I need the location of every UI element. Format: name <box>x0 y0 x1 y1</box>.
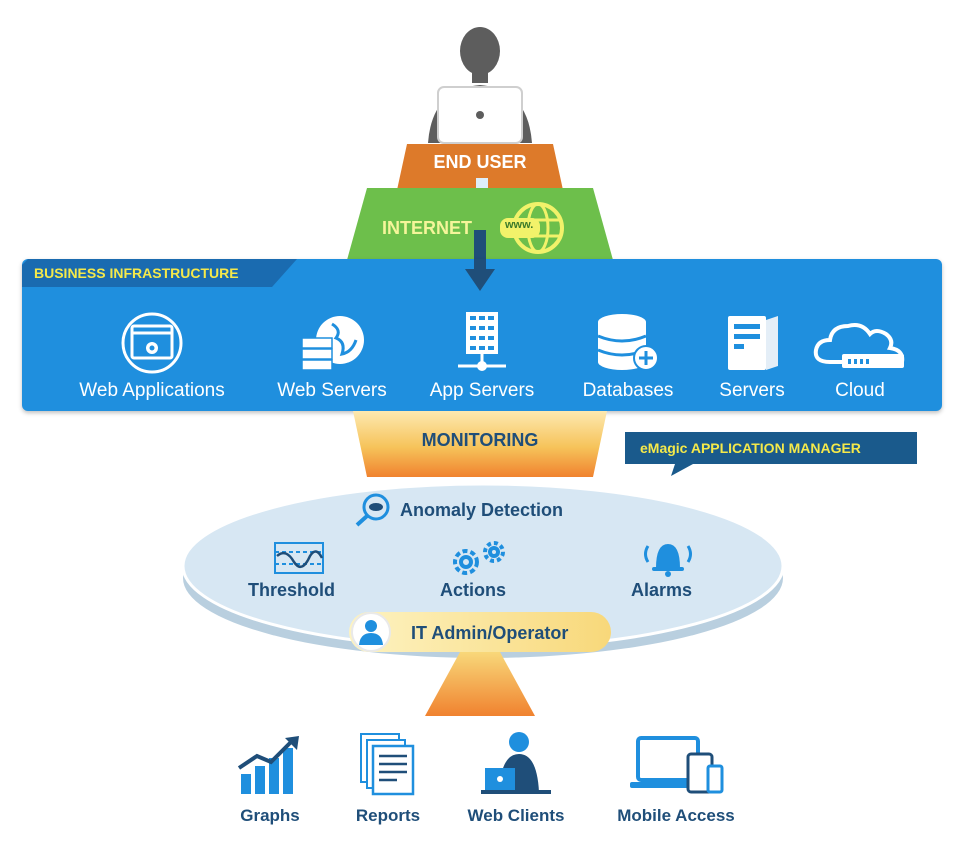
infra-label: Web Servers <box>277 380 387 401</box>
anomaly-detection-label: Anomaly Detection <box>400 500 564 520</box>
admin-avatar-icon <box>351 612 391 652</box>
cloud-icon <box>813 323 905 368</box>
monitoring-funnel <box>353 411 607 477</box>
output-label: Reports <box>355 806 421 825</box>
infra-item-cloud: Cloud <box>770 310 950 402</box>
threshold-icon <box>274 542 324 574</box>
product-callout <box>625 432 917 476</box>
server-tower-icon <box>728 316 778 370</box>
output-mobile-access: Mobile Access <box>596 730 756 826</box>
web-server-globe-icon <box>301 316 364 371</box>
end-user-person-icon <box>428 27 532 144</box>
infra-item-app-servers: App Servers <box>392 310 572 402</box>
threshold-label: Threshold <box>248 580 336 600</box>
internet-label: INTERNET <box>382 218 472 238</box>
end-user-label: END USER <box>433 152 527 172</box>
mobile-access-icon <box>630 736 724 794</box>
infra-item-web-servers: Web Servers <box>242 310 422 402</box>
database-add-icon <box>597 314 659 371</box>
reports-icon <box>360 733 415 796</box>
alarms-label: Alarms <box>631 580 693 600</box>
graph-icon <box>237 736 299 794</box>
infra-item-databases: Databases <box>538 310 718 402</box>
it-admin-label: IT Admin/Operator <box>411 623 569 643</box>
output-reports: Reports <box>308 730 468 826</box>
web-application-icon <box>121 312 183 374</box>
infra-label: Web Applications <box>79 380 225 401</box>
www-globe-icon <box>500 202 564 254</box>
infrastructure-title: BUSINESS INFRASTRUCTURE <box>34 265 239 281</box>
infra-label: Cloud <box>835 380 885 401</box>
infra-label: App Servers <box>429 380 535 401</box>
alarm-bell-icon <box>644 544 692 577</box>
web-client-icon <box>481 732 551 794</box>
infra-item-web-applications: Web Applications <box>62 310 242 402</box>
infra-item-servers: Servers <box>662 310 842 402</box>
product-label: eMagic APPLICATION MANAGER <box>640 440 861 456</box>
infra-label: Servers <box>719 380 785 401</box>
output-label: Graphs <box>240 806 300 825</box>
infra-label: Databases <box>582 380 674 401</box>
output-funnel <box>425 652 535 716</box>
output-label: Mobile Access <box>617 806 735 825</box>
output-graphs: Graphs <box>190 730 350 826</box>
output-label: Web Clients <box>467 806 565 825</box>
output-web-clients: Web Clients <box>436 730 596 826</box>
www-label: www. <box>505 219 534 231</box>
gears-icon <box>453 541 505 575</box>
arrow-head-icon <box>465 259 495 291</box>
application-manager-disc <box>181 482 785 658</box>
infrastructure-title-tab <box>22 259 297 287</box>
actions-label: Actions <box>440 580 507 600</box>
app-server-rack-icon <box>458 312 506 371</box>
end-user-band <box>397 144 563 190</box>
it-admin-pill <box>349 612 611 652</box>
magnifier-eye-icon <box>355 493 390 527</box>
monitoring-label: MONITORING <box>421 430 539 450</box>
